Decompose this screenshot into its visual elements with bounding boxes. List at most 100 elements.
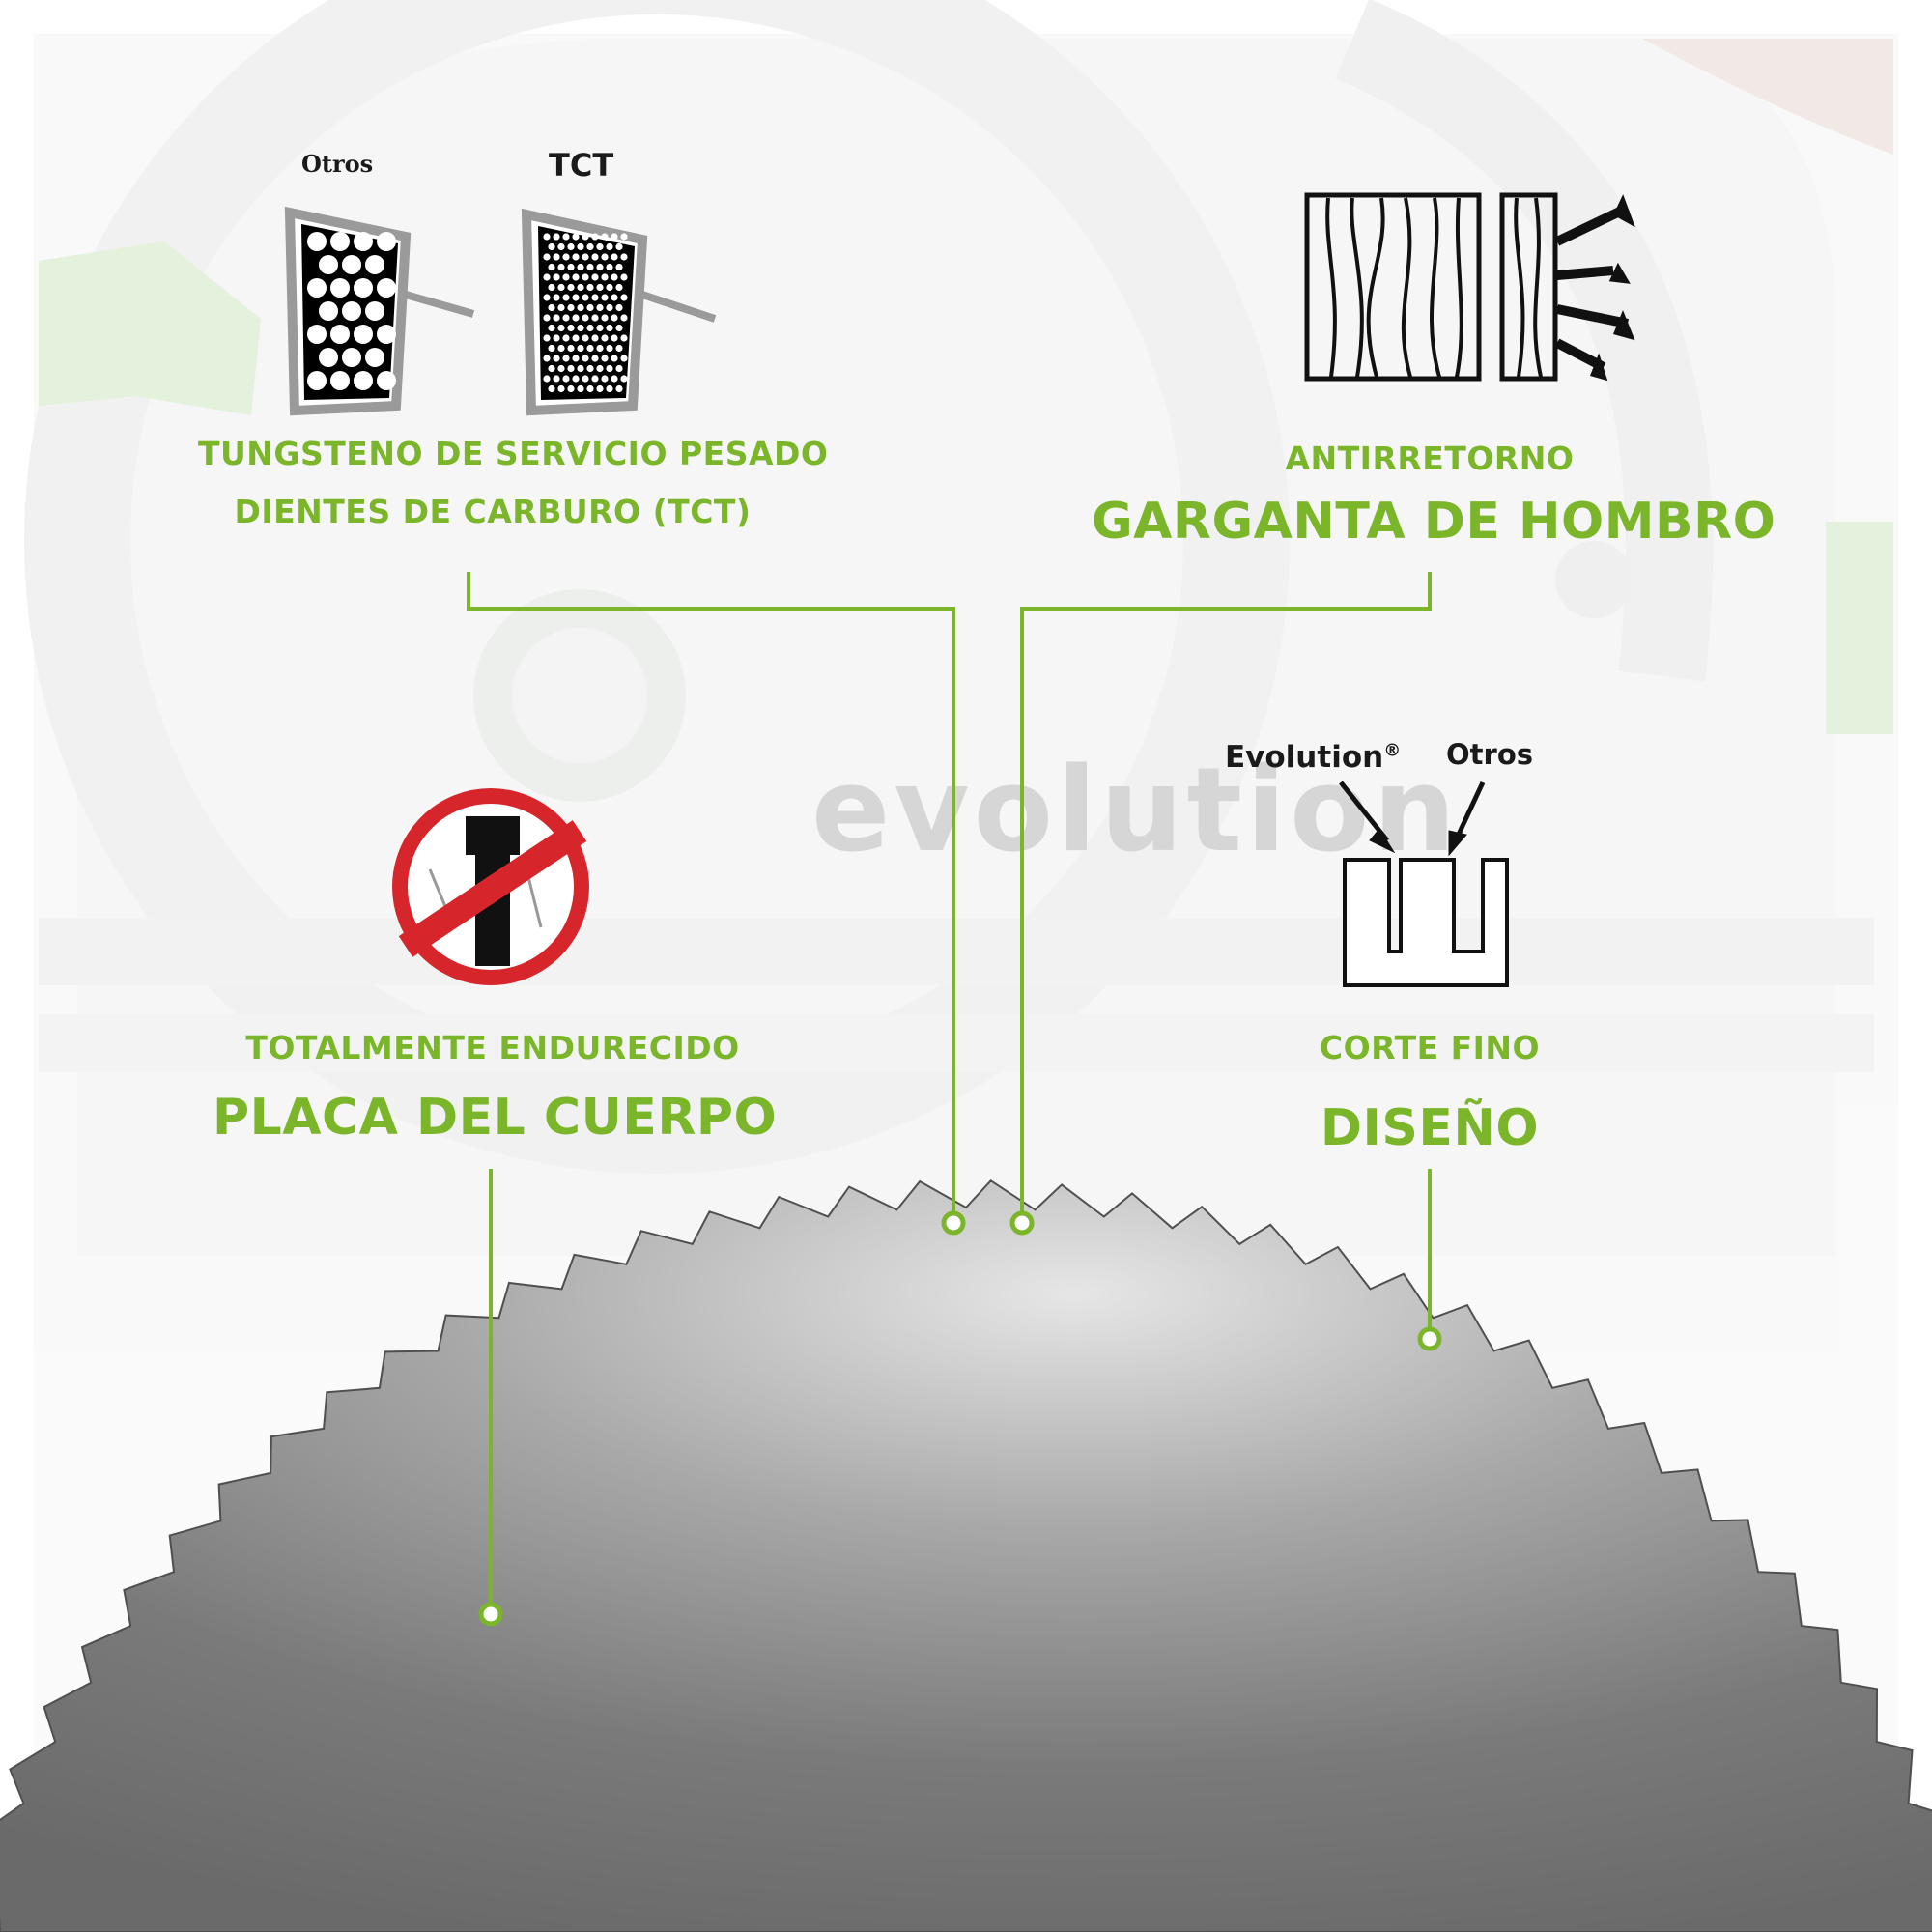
grain-dot [553,233,560,241]
grain-dot [582,355,589,362]
grain-dot [567,263,575,271]
grain-dot [319,255,338,274]
grain-dot [553,355,560,362]
grain-dot [606,364,613,373]
grain-dot [567,384,575,393]
grain-dot [591,233,599,241]
grain-dot [620,355,628,362]
grain-dot [596,242,604,251]
grain-dot [572,334,580,342]
grain-dot [606,324,613,332]
grain-dot [601,375,609,383]
grain-dot [354,371,373,390]
grain-dot [582,294,589,301]
grain-dot [567,324,575,332]
grain-dot [543,355,551,362]
grain-dot [577,324,584,332]
grain-dot [577,384,584,393]
grain-dot [377,232,396,251]
grain-dot [601,294,609,301]
grain-dot [606,242,613,251]
grain-dot [596,324,604,332]
grain-dot [591,355,599,362]
grain-dot [377,371,396,390]
grain-dot [319,348,338,367]
grain-dot [596,303,604,312]
grain-dot [548,283,555,292]
thin-cut-left-label: Evolution® [1225,740,1402,775]
grain-dot [601,314,609,322]
grain-dot [577,364,584,373]
grain-dot [553,273,560,281]
grain-dot [620,294,628,301]
callout-lines [467,572,1442,1627]
grain-dot [543,314,551,322]
grain-dot [615,242,623,251]
grain-dot [582,334,589,342]
grain-dot [548,344,555,353]
grain-dot [582,233,589,241]
grain-dot [548,324,555,332]
grain-dot [591,253,599,261]
grain-dot [606,344,613,353]
grain-dot [572,294,580,301]
grain-dot [591,294,599,301]
hardened-small: TOTALMENTE ENDURECIDO [245,1029,740,1066]
grain-dot [620,314,628,322]
grain-dot [620,375,628,383]
grain-dot [611,294,618,301]
grain-dot [577,344,584,353]
grain-dot [572,253,580,261]
grain-dot [572,233,580,241]
grain-dot [330,278,350,298]
grain-dot [557,303,565,312]
brand-watermark: evolution [811,744,1460,878]
grain-dot [365,255,384,274]
grain-dot [562,334,570,342]
grain-dot [342,348,361,367]
grain-dot [582,314,589,322]
grain-dot [586,324,594,332]
grain-dot [543,334,551,342]
grain-dot [591,314,599,322]
tungsten-line2: DIENTES DE CARBURO (TCT) [234,493,752,530]
grain-dot [606,384,613,393]
grain-dot [548,364,555,373]
grain-dot [330,325,350,344]
grain-dot [557,384,565,393]
grain-dot [377,278,396,298]
grain-dot [606,283,613,292]
grain-dot [601,253,609,261]
grain-dot [562,233,570,241]
grain-dot [601,233,609,241]
grain-dot [342,255,361,274]
grain-dot [557,324,565,332]
grain-dot [567,344,575,353]
grain-dot [572,314,580,322]
grain-dot [553,314,560,322]
grain-dot [557,283,565,292]
grain-dot [620,273,628,281]
hardened-big: PLACA DEL CUERPO [213,1089,778,1147]
grain-dot [557,364,565,373]
grain-dot [567,364,575,373]
grain-dot [577,263,584,271]
grain-dot [572,273,580,281]
grain-dot [596,263,604,271]
grain-dot [567,242,575,251]
grain-dot [543,233,551,241]
grain-dot [611,355,618,362]
grain-dot [611,233,618,241]
grain-dot [615,283,623,292]
no-hammer-icon [392,788,589,985]
grain-dot [543,253,551,261]
shoulder-big: GARGANTA DE HOMBRO [1092,493,1776,551]
grain-dot [572,375,580,383]
grain-dot [553,294,560,301]
grain-dot [567,303,575,312]
grain-dot [582,375,589,383]
grain-dot [557,242,565,251]
grain-dot [562,253,570,261]
